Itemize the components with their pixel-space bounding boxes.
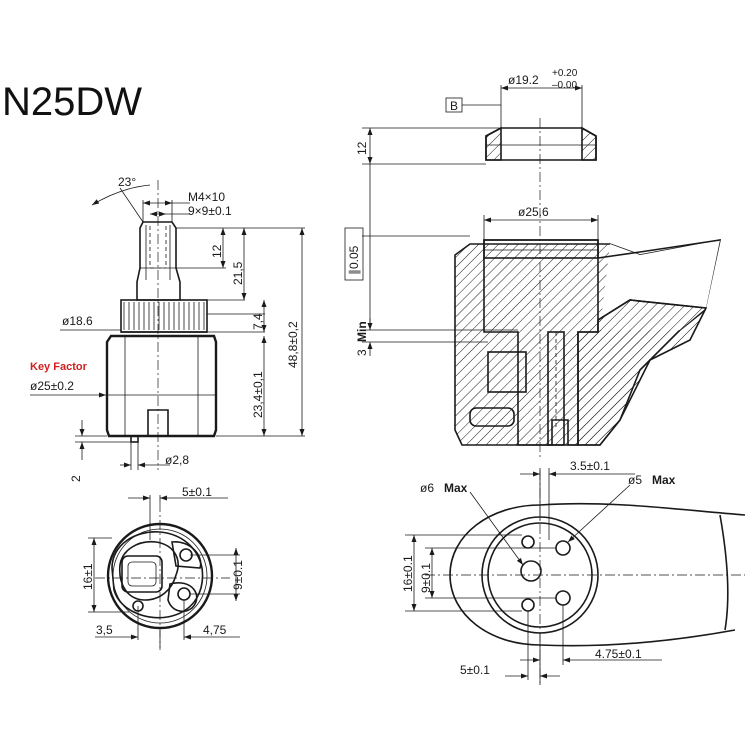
bottom-inner-label: 9±0.1 <box>231 560 245 590</box>
bottom-top-offset-label: 5±0.1 <box>182 485 212 499</box>
body-height-label: 23,4±0,1 <box>251 371 265 418</box>
thread-label: M4×10 <box>188 190 225 204</box>
crown-diameter-label: ø18.6 <box>62 314 93 328</box>
cartridge-side-view: 23° M4×10 9×9±0.1 12 21,5 7,4 23,4±0,1 4… <box>30 175 305 482</box>
key-factor-label: Key Factor <box>30 361 88 373</box>
d6-max-label: Max <box>444 481 468 495</box>
base-gap-label: 2 <box>69 475 83 482</box>
model-title: N25DW <box>2 80 142 124</box>
datum-label: B <box>450 99 458 113</box>
d5-label: ø5 <box>628 473 642 487</box>
total-height-label: 48,8±0,2 <box>286 321 300 368</box>
plan-top-offset-label: 3.5±0.1 <box>570 459 610 473</box>
ring-height-label: 12 <box>355 141 369 155</box>
stem-total-label: 21,5 <box>231 261 245 285</box>
pin-diameter-label: ø2,8 <box>165 453 189 467</box>
plan-bottom-left-label: 5±0.1 <box>460 663 490 677</box>
min-depth-label: 3 <box>355 349 369 356</box>
angle-label: 23° <box>118 175 136 189</box>
ring-diameter-label: ø19.2 <box>508 73 539 87</box>
spline-label: 9×9±0.1 <box>188 204 232 218</box>
min-label: Min <box>355 321 369 342</box>
ring-tolerance-upper: +0.20 <box>552 68 578 79</box>
crown-height-label: 7,4 <box>251 313 265 330</box>
bottom-left-label: 3,5 <box>96 623 113 637</box>
seat-plan-view: 3.5±0.1 ø6 Max ø5 Max 16±0.1 9±0.1 5±0.1… <box>401 459 746 685</box>
d6-label: ø6 <box>420 481 434 495</box>
cartridge-bottom-view: 5±0.1 16±1 9±0.1 3,5 4,75 <box>81 485 245 650</box>
d5-max-label: Max <box>652 473 676 487</box>
seat-section-view: ø19.2 +0.20 –0.00 B 12 ø25.6 <box>344 68 722 460</box>
plan-bottom-right-label: 4.75±0.1 <box>595 647 642 661</box>
plan-inner-label: 9±0.1 <box>419 563 433 593</box>
bottom-height-label: 16±1 <box>81 563 95 590</box>
bottom-right-label: 4,75 <box>203 623 227 637</box>
bore-diameter-label: ø25.6 <box>518 205 549 219</box>
plan-height-label: 16±0.1 <box>401 555 415 592</box>
ring-tolerance-lower: –0.00 <box>552 80 577 91</box>
stem-length-label: 12 <box>210 244 224 258</box>
body-diameter-label: ø25±0.2 <box>30 379 74 393</box>
flatness-label: ∥0.05 <box>347 245 361 275</box>
